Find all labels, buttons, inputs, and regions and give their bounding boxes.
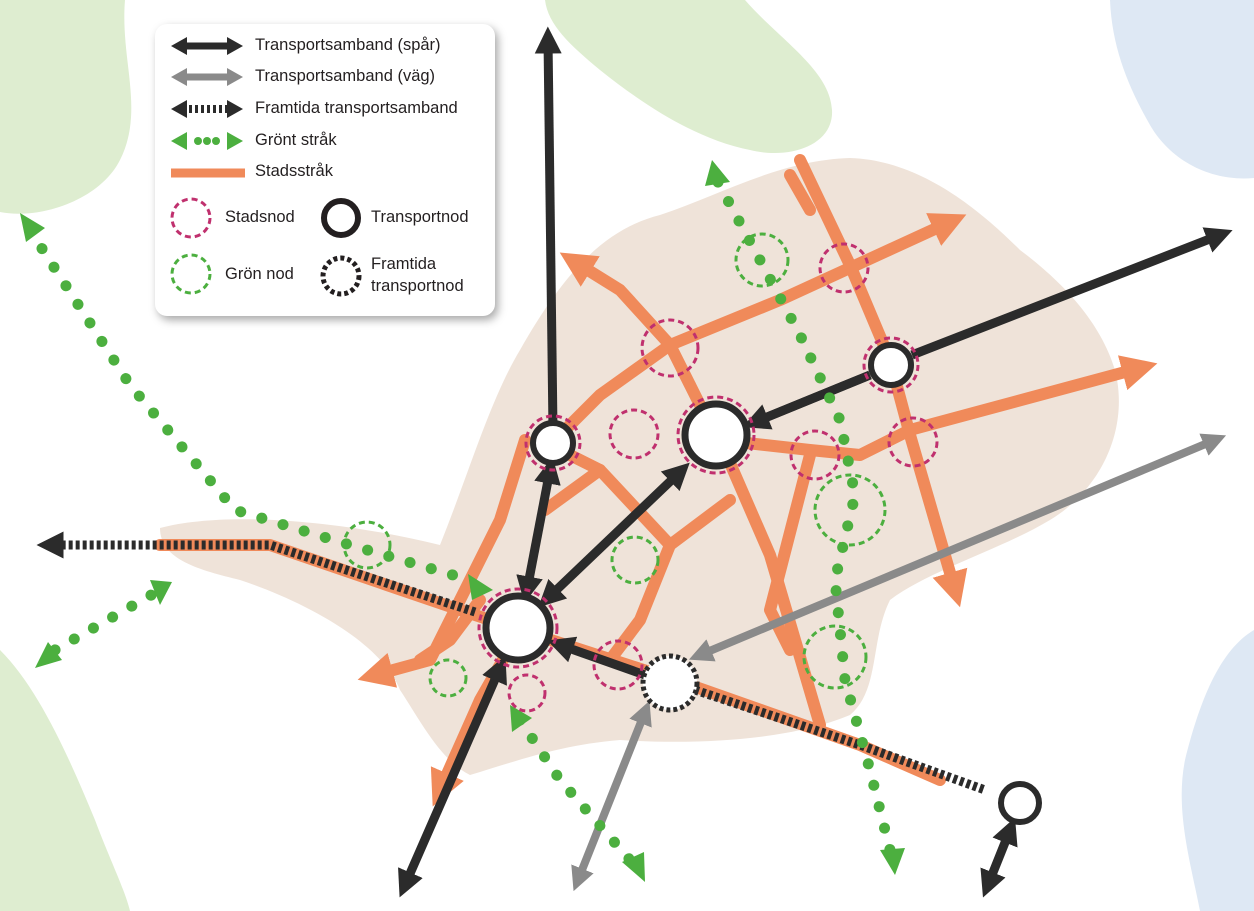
rail-link-end-southeast [980,817,1018,898]
legend-item-future-transport-node: Framtida transportnod [319,252,489,300]
green-node [813,473,887,547]
transport-node [998,781,1042,825]
legend-label-future-link: Framtida transportsamband [255,99,458,117]
green-areas [0,0,833,911]
city-corridor [784,169,816,216]
rail-link-southwest [398,655,507,898]
legend-item-green-corridor: Grönt stråk [167,129,487,153]
green-corridor-symbol [171,132,243,150]
green-arrowhead [20,213,45,242]
green-node [428,658,468,698]
rail-link-north [534,26,562,431]
green-arrowhead [468,574,493,600]
road-link-symbol [171,68,243,86]
city-node [507,673,547,713]
transport-node-ring [862,336,920,394]
future-link-west [36,531,477,617]
legend-label-green-node: Grön nod [225,265,294,283]
future-transport-node-symbol [320,255,362,297]
legend-item-green-node: Grön nod [169,252,309,296]
rail-link-main-future [547,636,647,680]
green-area-top [545,0,833,154]
transport-node [681,400,751,470]
city-corridor [414,594,486,666]
green-arrowhead [705,160,730,186]
city-node [640,318,700,378]
city-nodes [507,242,939,713]
transport-node-ring [477,587,559,669]
legend-label-road: Transportsamband (väg) [255,67,436,85]
legend-item-city-corridor: Stadsstråk [167,160,487,184]
legend-item-transport-node: Transportnod [319,196,489,240]
future-link-southeast [693,685,987,795]
legend-label-future-node-line1: Framtida [371,255,437,273]
transport-node-ring [524,414,582,472]
transport-node [868,342,914,388]
legend-label-rail: Transportsamband (spår) [255,36,441,54]
transport-node [530,420,576,466]
legend-label-green-corridor: Grönt stråk [255,131,337,149]
city-node [887,416,939,468]
legend-item-city-node: Stadsnod [169,196,309,240]
city-corridor-symbol [171,168,245,178]
legend-label-city-node: Stadsnod [225,208,295,226]
water-area-bottomright [1181,630,1254,911]
transport-node-main [482,592,554,664]
water-area-topright [1110,0,1254,179]
city-node-symbol [170,197,212,239]
map-legend: Transportsamband (spår) Transportsamband… [155,24,495,316]
green-node [734,232,790,288]
green-arrowhead [510,705,532,732]
road-links [571,433,1227,892]
green-nodes [342,232,887,698]
green-area-topleft [0,0,132,214]
city-node [608,408,660,460]
green-corridor-arrowheads [20,160,905,882]
legend-label-future-node-line2: transportnod [371,277,464,295]
green-area-bottomleft [0,650,130,911]
green-arrowhead [880,848,905,875]
city-node [592,639,644,691]
city-node [789,429,841,481]
road-link-south [571,700,652,892]
rail-link-northeast [910,227,1233,360]
green-node [610,535,660,585]
future-transport-node [640,653,700,713]
legend-item-rail: Transportsamband (spår) [167,34,487,58]
rail-link-east-arrow [742,370,872,430]
rail-link-symbol [171,37,243,55]
green-node-symbol [170,253,212,295]
rail-link-main-centre [538,462,690,608]
legend-item-future-link: Framtida transportsamband [167,97,487,121]
green-corridor-southwest [49,584,166,656]
legend-label-transport-node: Transportnod [371,208,469,226]
transport-nodes [477,336,1042,825]
transport-node-ring [676,395,756,475]
green-node [342,520,392,570]
city-corridor [664,339,706,411]
rail-links [398,26,1233,898]
future-transport-links [36,531,987,795]
green-arrowhead [622,852,645,882]
green-node [802,624,868,690]
green-corridors [24,176,896,866]
transport-node-symbol [321,198,361,238]
road-link-northeast [688,433,1227,662]
green-corridor-northwest [24,224,476,586]
city-node [818,242,870,294]
green-corridor-north-south [712,176,896,856]
water-areas [1110,0,1254,911]
legend-label-city-corridor: Stadsstråk [255,162,333,180]
green-corridor-south [514,714,636,866]
green-arrowhead [35,642,62,668]
green-arrowhead [150,580,172,605]
legend-item-road: Transportsamband (väg) [167,65,487,89]
future-link-symbol [171,100,243,118]
